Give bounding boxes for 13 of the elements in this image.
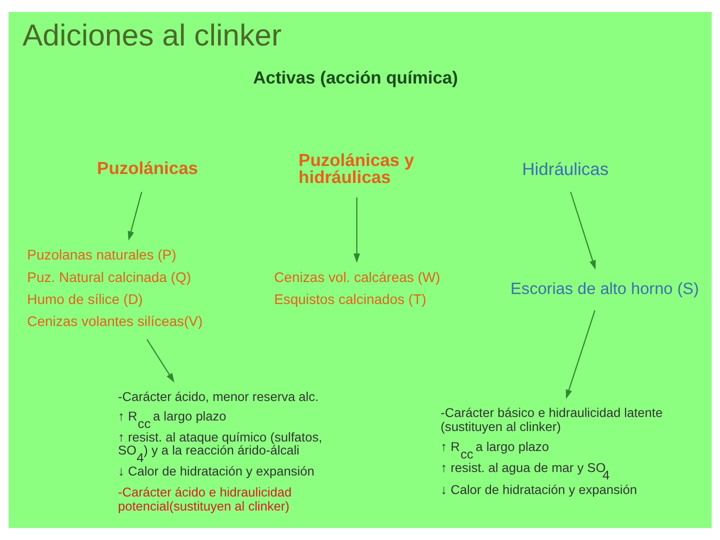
node-text: Puzolánicas y hidráulicas: [298, 150, 414, 188]
arrow: [566, 310, 596, 399]
node-text: Puzolánicas: [97, 158, 198, 178]
node-text: Puzolanas naturales (P) Puz. Natural calcinada (Q) Humo de sílice (D) Cenizas volantes silíceas(V): [27, 246, 203, 330]
arrow: [146, 339, 174, 383]
label: Activas (acción química): [253, 68, 458, 88]
node-text: Cenizas vol. calcáreas (W) Esquistos calcinados (T): [274, 268, 440, 307]
arrow: [128, 192, 142, 241]
arrow: [570, 192, 596, 270]
node-text: Hidráulicas: [522, 159, 609, 180]
arrow: [354, 197, 360, 263]
node-text: Escorias de alto horno (S): [510, 280, 699, 298]
diagram-title: Adiciones al clinker: [22, 20, 282, 53]
